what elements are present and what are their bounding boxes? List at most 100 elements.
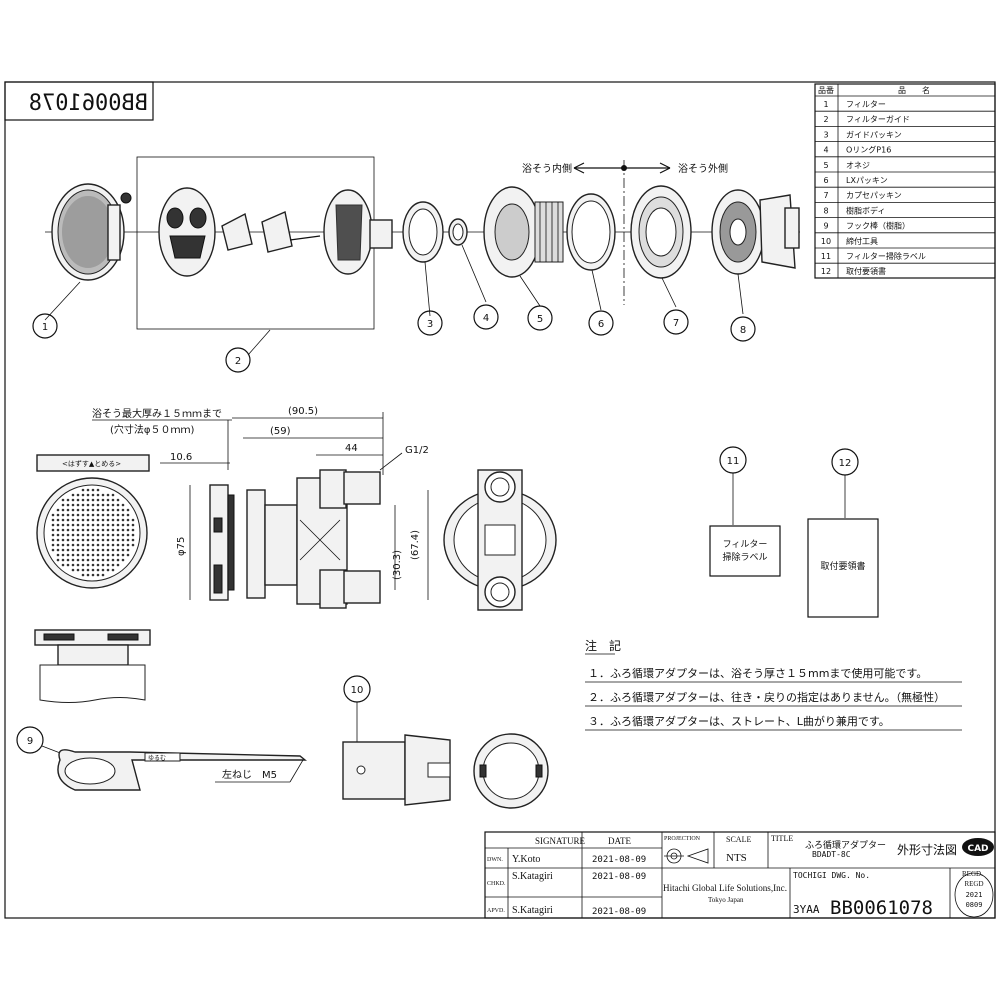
notes-title: 注 記: [585, 638, 621, 653]
part-balloon-number: 7: [673, 318, 679, 329]
dim-30-3: (30.3): [392, 550, 403, 580]
tb-chkd-name: S.Katagiri: [512, 871, 553, 882]
tb-projection-header: PROJECTION: [664, 836, 701, 842]
parts-row-no: 3: [823, 130, 828, 139]
accessory-items: 11 フィルター 掃除ラベル 12 取付要領書: [709, 446, 879, 618]
tb-dwn-date: 2021-08-09: [592, 855, 646, 865]
dim-90-5: (90.5): [288, 406, 318, 417]
part-3-guide-packing: [402, 201, 444, 263]
tb-apvd-name: S.Katagiri: [512, 905, 553, 916]
parts-row-name: オネジ: [846, 161, 870, 170]
assembly-views: 浴そう最大厚み１５ｍｍまで (穴寸法φ５０ｍｍ) (90.5) (59) 44 …: [34, 406, 557, 703]
part-balloon-number: 6: [598, 319, 604, 330]
parts-row-name: OリングP16: [846, 145, 891, 155]
parts-row-name: 締付工具: [846, 236, 878, 246]
adapter-rear-view: [443, 469, 557, 611]
item-9-hook: 9 ゆるむ 左ねじ M5: [16, 726, 307, 791]
dim-phi75: φ75: [176, 537, 187, 556]
tb-signature-header: SIGNATURE: [535, 836, 586, 846]
strip-label-text: <はずす▲とめる>: [62, 459, 121, 468]
dim-10-6: 10.6: [170, 452, 192, 463]
part-balloon-number: 5: [537, 314, 543, 325]
parts-row-no: 11: [821, 252, 831, 261]
tb-chkd-date: 2021-08-09: [592, 872, 646, 882]
parts-row-name: ガイドパッキン: [846, 129, 902, 139]
dim-44: 44: [345, 443, 358, 454]
part-balloon: [588, 310, 614, 336]
tb-drawing-type: 外形寸法図: [897, 843, 957, 857]
balloon-10: 10: [351, 685, 364, 696]
tb-dwn-name: Y.Koto: [512, 854, 540, 865]
tb-company: Hitachi Global Life Solutions,Inc.: [663, 883, 787, 893]
note-line: １．ふろ循環アダプターは、浴そう厚さ１５mmまで使用可能です。: [588, 666, 927, 680]
part-6-lx-packing: [566, 193, 616, 271]
parts-row-no: 9: [823, 222, 828, 231]
parts-row-name: フィルター: [846, 100, 886, 109]
tb-scale-value: NTS: [726, 852, 747, 864]
parts-row-name: フィルターガイド: [846, 114, 910, 124]
parts-row-no: 6: [823, 176, 828, 185]
regd-stamp: REGD 2021 0809: [954, 872, 994, 918]
part-4-o-ring: [448, 218, 468, 246]
parts-row-no: 12: [821, 267, 831, 276]
cad-badge: CAD: [962, 838, 994, 856]
parts-row-name: フック棒（樹脂）: [846, 221, 910, 231]
note-line: ３．ふろ循環アダプターは、ストレート、L曲がり兼用です。: [588, 714, 890, 728]
parts-row-no: 5: [823, 161, 828, 170]
parts-row-name: LXパッキン: [846, 176, 888, 185]
parts-row-no: 7: [823, 191, 828, 200]
inner-outer-indicator: 浴そう内側 浴そう外側: [522, 160, 728, 305]
regd-stamp-label: REGD: [964, 880, 983, 888]
tb-product-code: BDADT-8C: [812, 850, 851, 859]
filter-front-view: [36, 477, 148, 589]
part-balloon: [730, 316, 756, 342]
part-balloon: [663, 309, 689, 335]
parts-row-no: 2: [823, 115, 828, 124]
part-7-capsule-packing: [630, 185, 692, 279]
note-hole-size: (穴寸法φ５０ｍｍ): [110, 423, 194, 436]
part-2-filter-guide: [120, 187, 393, 277]
tb-chkd-label: CHKD.: [487, 881, 506, 887]
part-balloon: [32, 313, 58, 339]
tb-dwg-prefix: 3YAA: [793, 903, 820, 916]
balloon-9: 9: [27, 736, 33, 747]
item-11-line2: 掃除ラベル: [722, 551, 767, 563]
part-balloon-number: 2: [235, 356, 241, 367]
item-12-manual-box: [807, 518, 879, 618]
parts-row-no: 10: [821, 237, 831, 246]
label-inner-side: 浴そう内側: [522, 162, 572, 175]
tb-dwn-label: DWN.: [487, 857, 503, 863]
part-balloon: [527, 305, 553, 331]
parts-table-header-name: 品 名: [898, 85, 930, 95]
filter-side-view: [34, 629, 151, 703]
filter-label-strip: <はずす▲とめる>: [36, 454, 150, 472]
item-11-line1: フィルター: [723, 539, 768, 550]
tb-scale-header: SCALE: [726, 835, 751, 844]
notes-section: 注 記 １．ふろ循環アダプターは、浴そう厚さ１５mmまで使用可能です。２．ふろ循…: [585, 638, 962, 731]
parts-table-header-no: 品番: [818, 85, 834, 95]
part-balloon: [225, 347, 251, 373]
item-10-tool: 10: [342, 675, 549, 809]
label-outer-side: 浴そう外側: [678, 162, 728, 175]
balloon-12: 12: [839, 458, 852, 469]
projection-symbol: [664, 848, 709, 864]
regd-stamp-year: 2021: [966, 891, 983, 899]
balloon-11: 11: [727, 456, 740, 467]
parts-row-no: 1: [823, 100, 828, 109]
part-balloon-number: 3: [427, 319, 433, 330]
parts-row-name: カプセパッキン: [846, 191, 902, 200]
title-block: SIGNATURE DATE PROJECTION SCALE TITLE DW…: [484, 831, 996, 919]
tb-product-name: ふろ循環アダプター: [805, 839, 886, 851]
tb-regd-label: REGD.: [962, 870, 983, 878]
tb-apvd-label: APVD.: [487, 908, 505, 914]
parts-row-name: フィルター掃除ラベル: [846, 251, 926, 261]
mirrored-number-box: BB0061078: [4, 81, 154, 121]
dim-59: (59): [270, 426, 291, 437]
tb-date-header: DATE: [608, 836, 631, 846]
dim-thread-g1-2: G1/2: [405, 445, 429, 456]
tb-company-city: Tokyo Japan: [708, 896, 744, 904]
part-balloon: [417, 310, 443, 336]
tb-dwg-number: BB0061078: [830, 897, 933, 919]
